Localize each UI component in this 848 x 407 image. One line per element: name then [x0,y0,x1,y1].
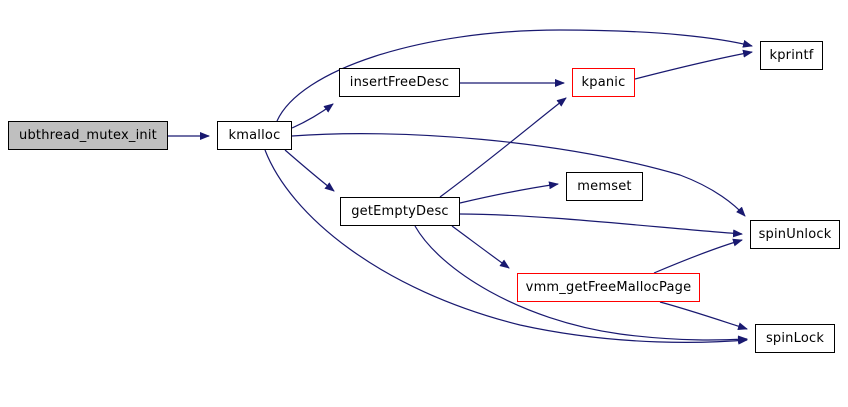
node-memset[interactable]: memset [566,172,643,201]
edge-getEmptyDesc-to-kpanic [439,97,567,198]
node-insertFreeDesc[interactable]: insertFreeDesc [339,68,460,97]
node-kmalloc[interactable]: kmalloc [217,121,292,150]
edge-kmalloc-to-kprintf [276,29,753,122]
node-label-kprintf: kprintf [769,48,814,63]
edge-kmalloc-to-getEmptyDesc [284,149,335,192]
node-label-spinLock: spinLock [765,331,825,346]
node-kpanic[interactable]: kpanic [572,68,635,97]
edge-kmalloc-to-insertFreeDesc [291,103,334,129]
edge-getEmptyDesc-to-memset [459,181,559,204]
edge-vmm_getFreeMallocPage-to-spinUnlock [653,238,743,274]
edge-kmalloc-to-spinLock [264,149,748,345]
node-label-getEmptyDesc: getEmptyDesc [351,204,449,219]
edge-kpanic-to-kprintf [634,49,753,80]
edge-vmm_getFreeMallocPage-to-spinLock [659,301,748,331]
node-spinUnlock[interactable]: spinUnlock [750,220,840,249]
node-ubthread_mutex_init[interactable]: ubthread_mutex_init [8,121,168,150]
node-getEmptyDesc[interactable]: getEmptyDesc [340,197,460,226]
node-vmm_getFreeMallocPage[interactable]: vmm_getFreeMallocPage [517,273,700,302]
edge-getEmptyDesc-to-vmm_getFreeMallocPage [451,225,510,269]
edge-kmalloc-to-spinUnlock [291,133,746,217]
node-label-memset: memset [577,179,632,194]
node-spinLock[interactable]: spinLock [755,324,835,353]
edge-getEmptyDesc-to-spinUnlock [459,213,743,238]
node-label-spinUnlock: spinUnlock [758,227,832,242]
node-label-insertFreeDesc: insertFreeDesc [349,75,450,90]
edge-getEmptyDesc-to-spinLock [414,225,748,344]
node-label-vmm_getFreeMallocPage: vmm_getFreeMallocPage [525,280,692,295]
node-label-kmalloc: kmalloc [228,128,281,143]
node-label-ubthread_mutex_init: ubthread_mutex_init [19,128,157,143]
node-kprintf[interactable]: kprintf [760,41,823,70]
node-label-kpanic: kpanic [581,75,626,90]
